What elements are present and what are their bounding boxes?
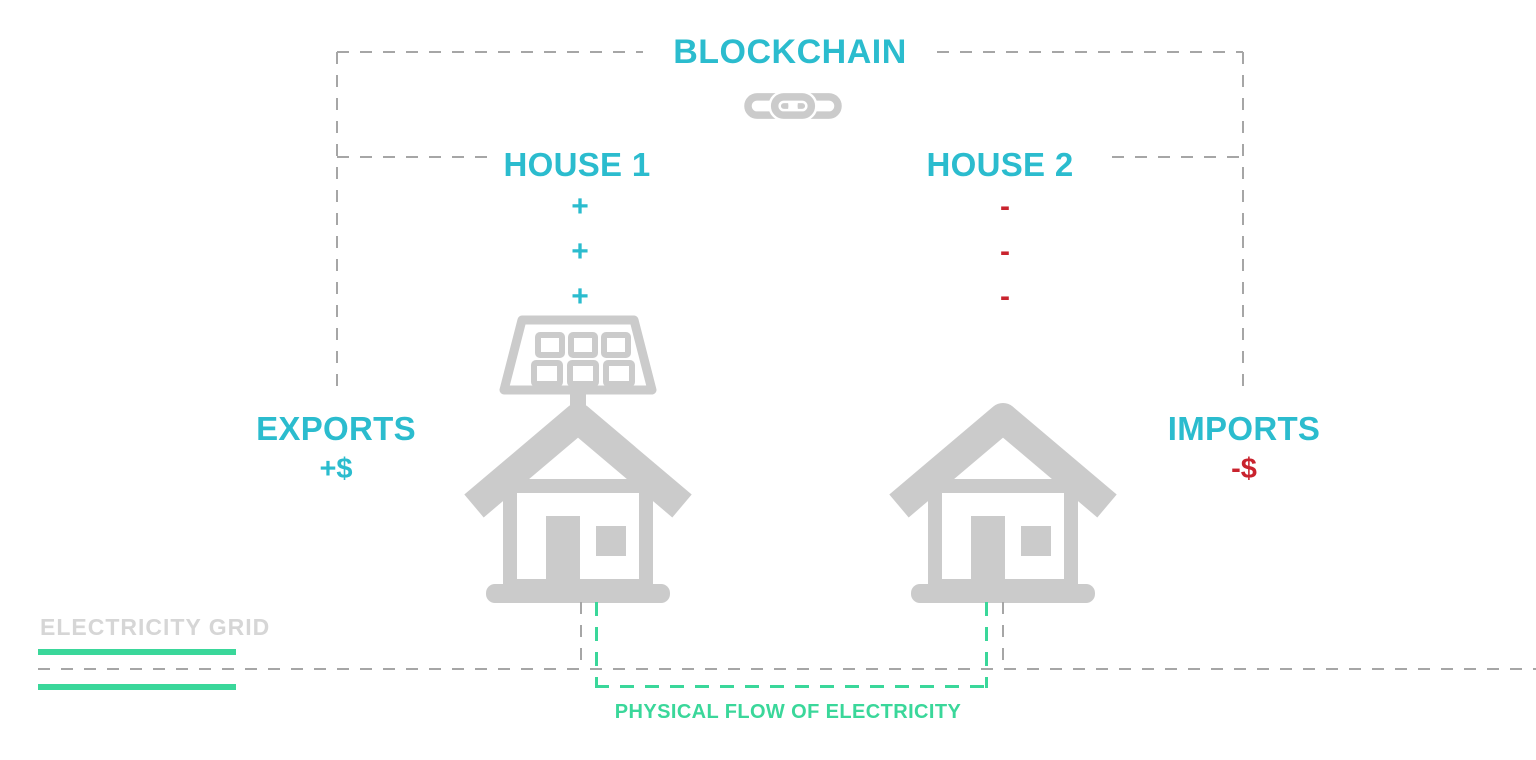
- house2-connector-line: [1112, 156, 1243, 158]
- flow-line-left: [595, 602, 598, 688]
- grid-line-dashed: [38, 668, 1536, 670]
- debit-mark: -: [1000, 190, 1010, 223]
- flow-line-right: [985, 602, 988, 688]
- house2-debit-marks: - - -: [955, 184, 1055, 319]
- house-icon: [883, 398, 1123, 604]
- house1-label: HOUSE 1: [503, 146, 651, 183]
- blockchain-box-left-line: [336, 52, 338, 386]
- exports-value: +$: [319, 453, 353, 485]
- physical-flow-label: PHYSICAL FLOW OF ELECTRICITY: [614, 701, 962, 723]
- credit-mark: +: [571, 280, 589, 313]
- debit-mark: -: [1000, 280, 1010, 313]
- grid-bar-bottom: [38, 684, 236, 690]
- house1-connector-line: [337, 156, 487, 158]
- credit-mark: +: [571, 235, 589, 268]
- house2-grid-drop-line: [1002, 602, 1004, 670]
- credit-mark: +: [571, 190, 589, 223]
- house-with-solar-panel-icon: [458, 302, 698, 604]
- chain-link-icon: [743, 86, 843, 126]
- blockchain-box-right-line: [1242, 52, 1244, 386]
- imports-label: IMPORTS: [1167, 410, 1321, 447]
- imports-value: -$: [1231, 453, 1257, 485]
- grid-bar-top: [38, 649, 236, 655]
- blockchain-box-top-line-left: [337, 51, 643, 53]
- exports-label: EXPORTS: [256, 410, 416, 447]
- flow-line-bottom: [595, 685, 988, 688]
- imports-block: IMPORTS -$: [1144, 410, 1344, 486]
- exports-block: EXPORTS +$: [236, 410, 436, 486]
- house1-credit-marks: + + +: [530, 184, 630, 319]
- house1-grid-drop-line: [580, 602, 582, 670]
- blockchain-box-top-line-right: [937, 51, 1243, 53]
- electricity-grid-label: ELECTRICITY GRID: [40, 614, 271, 640]
- house2-label: HOUSE 2: [926, 146, 1074, 183]
- debit-mark: -: [1000, 235, 1010, 268]
- blockchain-title: BLOCKCHAIN: [673, 33, 907, 71]
